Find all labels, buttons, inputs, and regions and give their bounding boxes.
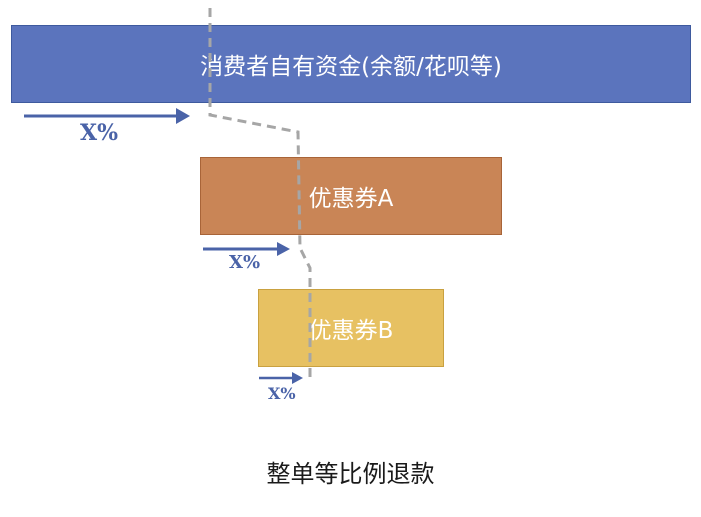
arrow-funds	[24, 108, 190, 124]
diagram-caption: 整单等比例退款	[266, 460, 435, 488]
funds-box: 消费者自有资金(余额/花呗等)	[11, 25, 691, 103]
funds-label: 消费者自有资金(余额/花呗等)	[200, 54, 502, 80]
coupon-a-box: 优惠券A	[200, 157, 502, 235]
percent-label-coupon-b: X%	[268, 384, 296, 403]
arrow-coupon-a	[203, 242, 290, 256]
coupon-a-label: 优惠券A	[308, 186, 394, 212]
coupon-b-box: 优惠券B	[258, 289, 444, 367]
percent-label-funds: X%	[80, 120, 118, 146]
dashed-split-path	[208, 8, 312, 383]
percent-label-coupon-a: X%	[229, 252, 261, 273]
arrow-coupon-b	[259, 372, 303, 384]
coupon-b-label: 优惠券B	[308, 318, 394, 344]
